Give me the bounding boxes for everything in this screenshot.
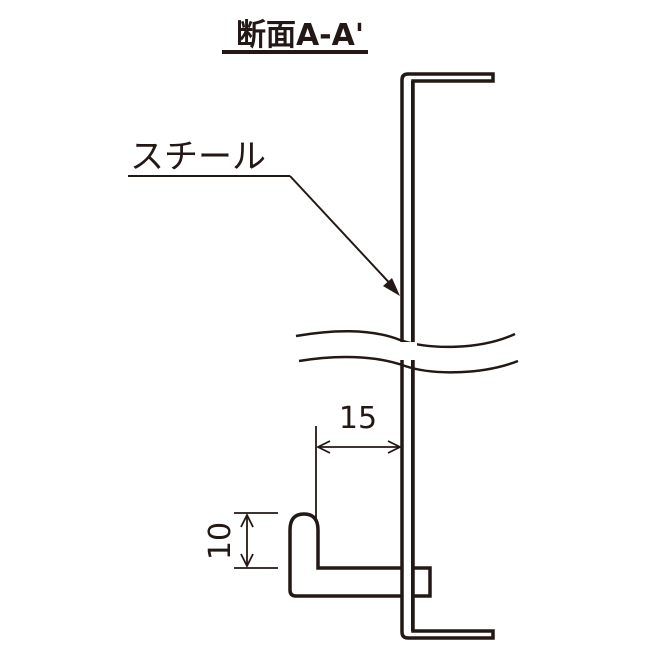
dimension-10-label: 10 [203, 522, 238, 560]
section-title: 断面A-A' [236, 18, 364, 53]
material-label: スチール [130, 137, 266, 177]
dimension-15-label: 15 [339, 401, 377, 436]
arrowhead-icon [383, 278, 400, 296]
dimension-10 [234, 512, 278, 569]
break-gap-mask [399, 342, 417, 360]
break-lines [295, 329, 519, 374]
hook-bracket [288, 512, 432, 598]
material-leader [128, 175, 400, 296]
dimension-15 [315, 426, 403, 520]
